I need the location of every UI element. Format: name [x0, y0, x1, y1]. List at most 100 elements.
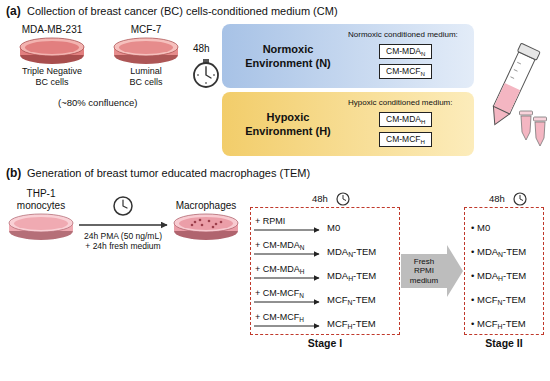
- timer-clock: [194, 59, 218, 87]
- subscript: N: [348, 299, 353, 306]
- cell-dot: [194, 221, 197, 224]
- annotation: 48h: [489, 193, 505, 204]
- annotation: Collection of breast cancer (BC) cells-c…: [27, 5, 338, 18]
- cell-name: THP-1 monocytes: [4, 188, 78, 212]
- text-part: • MDA: [471, 246, 498, 257]
- block-arrow: [401, 245, 463, 297]
- treatment-label: + CM-MCFN: [255, 288, 304, 299]
- subscript: H: [421, 118, 425, 125]
- text-part: -TEM: [503, 246, 526, 257]
- cell-name: MDA-MB-231: [8, 24, 96, 36]
- macrophage-label: MCFN-TEM: [327, 294, 376, 306]
- text-part: CM-MDA: [386, 46, 421, 56]
- clock-ticks: [197, 66, 215, 84]
- text-part: CM-MCF: [386, 134, 420, 144]
- subscript: H: [348, 323, 353, 330]
- clock-hands: [343, 195, 346, 201]
- text-part: • MCF: [471, 318, 498, 329]
- annotation: Generation of breast tumor educated macr…: [27, 167, 310, 180]
- tube-marks: [510, 62, 520, 78]
- clock-hands: [520, 195, 523, 201]
- dish-medium: [14, 217, 68, 230]
- macrophage-label: • MDAN-TEM: [471, 246, 526, 258]
- timer-clock: [337, 193, 349, 205]
- macrophage-label: • MDAH-TEM: [471, 270, 526, 282]
- treatment-arrow: [254, 326, 319, 327]
- macrophage-label: • MCFN-TEM: [471, 294, 526, 306]
- subscript: N: [299, 292, 304, 299]
- text-part: MDA: [327, 270, 348, 281]
- annotation: 48h: [193, 43, 210, 55]
- environment-region: Normoxic Environment (N) Normoxic conditi…: [222, 24, 474, 88]
- region-heading: Normoxic Environment (N): [232, 42, 344, 70]
- region-heading: Hypoxic Environment (H): [232, 110, 344, 138]
- cell-name: MCF-7: [102, 24, 190, 36]
- medium-box: CM-MCFN: [379, 64, 432, 79]
- aliquot-tube: [534, 117, 547, 146]
- text-part: + CM-MCF: [255, 312, 299, 322]
- macrophage-label: • M0: [471, 222, 490, 234]
- region-subheading: Hypoxic conditioned medium:: [348, 98, 453, 108]
- treatment-arrow: [254, 230, 319, 231]
- tube-cone: [487, 106, 510, 128]
- text-part: -TEM: [353, 294, 376, 305]
- cell-dot: [220, 221, 223, 224]
- annotation: 48h: [312, 193, 328, 204]
- connector-label: 24h PMA (50 ng/mL) + 24h fresh medium: [81, 231, 165, 251]
- text-part: + CM-MDA: [255, 264, 300, 274]
- connector-label: Fresh RPMI medium: [404, 257, 444, 286]
- macrophage-label: MDAH-TEM: [327, 270, 376, 282]
- medium-box: CM-MDAH: [379, 112, 432, 127]
- petri-dish: [171, 212, 241, 242]
- treatment-arrows: [254, 230, 319, 326]
- text-part: -TEM: [503, 270, 526, 281]
- dish-rim: [9, 214, 73, 232]
- timer-clock: [114, 197, 132, 215]
- medium-label: CM-MDAN: [386, 46, 425, 57]
- treatment-arrow: [254, 278, 319, 279]
- macrophage-label: MCFH-TEM: [327, 318, 376, 330]
- cell-dot: [191, 224, 194, 227]
- text-part: MCF: [327, 318, 348, 329]
- medium-box: CM-MCFH: [379, 132, 432, 147]
- subscript: H: [299, 316, 304, 323]
- subscript: H: [348, 275, 353, 282]
- petri-dish: [17, 36, 87, 66]
- tube-cap: [520, 111, 533, 115]
- culture-dish: THP-1 monocytes: [4, 188, 78, 242]
- culture-dish: MCF-7Luminal BC cells: [102, 24, 190, 87]
- medium-label: CM-MDAH: [386, 114, 425, 125]
- arrow-connector: [79, 224, 167, 225]
- tube-body: [535, 122, 545, 146]
- text-part: MDA: [327, 246, 348, 257]
- subscript: H: [300, 268, 305, 275]
- subscript: H: [420, 138, 424, 145]
- cell-dot: [212, 226, 215, 229]
- macrophage-label: M0: [327, 222, 340, 234]
- cell-dot: [201, 224, 204, 227]
- cell-type: Luminal BC cells: [125, 66, 167, 87]
- tube-body: [521, 116, 531, 140]
- text-part: -TEM: [502, 294, 525, 305]
- tube-cap: [517, 43, 540, 60]
- treatment-label: + CM-MCFH: [255, 312, 304, 323]
- text-part: CM-MCF: [386, 66, 420, 76]
- region-subheading: Normoxic conditioned medium:: [348, 30, 458, 40]
- stage-heading: Stage II: [465, 337, 543, 350]
- subscript: N: [348, 251, 353, 258]
- treatment-arrow: [254, 302, 319, 303]
- dish-rim: [114, 38, 178, 56]
- text-part: -TEM: [353, 246, 376, 257]
- subscript: N: [421, 50, 425, 57]
- subscript: N: [300, 244, 305, 251]
- text-part: • MCF: [471, 294, 498, 305]
- tube-body: [493, 52, 535, 114]
- stage-box: Stage I+ RPMIM0+ CM-MDANMDAN-TEM+ CM-MDA…: [250, 207, 400, 335]
- subscript: N: [420, 70, 424, 77]
- aliquot-tube: [520, 111, 533, 140]
- dish-medium: [119, 41, 173, 54]
- text-part: -TEM: [502, 318, 525, 329]
- culture-dish: MDA-MB-231Triple Negative BC cells: [8, 24, 96, 87]
- clock-face: [337, 193, 349, 205]
- clock-face: [514, 193, 526, 205]
